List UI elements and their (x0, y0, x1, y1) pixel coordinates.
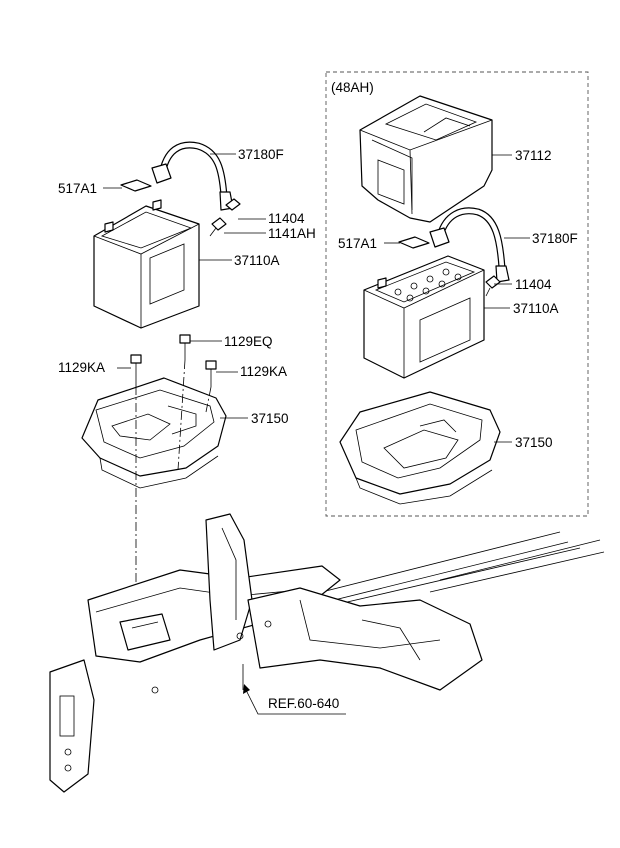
label-battery-cover: 37112 (515, 148, 552, 163)
left-battery-tray (81, 377, 227, 489)
left-insulating-pad (120, 179, 152, 192)
label-right-clamp-bolt: 11404 (515, 277, 552, 292)
label-left-tray: 37150 (251, 411, 289, 426)
label-tray-bolt-right: 1129KA (240, 364, 288, 379)
right-clamp-bolt (485, 275, 501, 297)
48ah-option-frame (325, 71, 589, 517)
label-right-battery: 37110A (513, 301, 559, 316)
right-battery-cable (429, 207, 510, 283)
left-battery (93, 199, 200, 329)
label-right-cable: 37180F (532, 231, 578, 246)
right-bolt-alignment-line (205, 386, 212, 413)
label-tray-bolt-center: 1129EQ (224, 334, 273, 349)
right-insulating-pad (398, 236, 430, 249)
center-tray-bolt (179, 334, 191, 360)
label-right-tray: 37150 (515, 435, 553, 450)
battery-cover (359, 95, 493, 223)
left-tray-bolt-left (130, 354, 142, 386)
right-battery (363, 255, 485, 379)
right-tray-bolt (205, 360, 217, 387)
right-battery-tray (339, 391, 501, 505)
reference-label: REF.60-640 (268, 696, 340, 711)
label-left-clamp-nut: 1141AH (268, 226, 316, 241)
label-left-battery: 37110A (234, 253, 280, 268)
label-left-pad: 517A1 (58, 181, 98, 196)
label-left-cable: 37180F (238, 147, 284, 162)
leader-lines (103, 153, 530, 715)
option-title: (48AH) (331, 80, 374, 95)
left-clamp-bolt (209, 198, 241, 237)
center-bolt-alignment-line (177, 359, 186, 471)
label-tray-bolt-left: 1129KA (58, 360, 106, 375)
label-left-clamp-bolt: 11404 (268, 211, 305, 226)
label-right-pad: 517A1 (338, 236, 378, 251)
left-battery-cable (151, 141, 234, 211)
vehicle-body-structure (49, 513, 605, 793)
